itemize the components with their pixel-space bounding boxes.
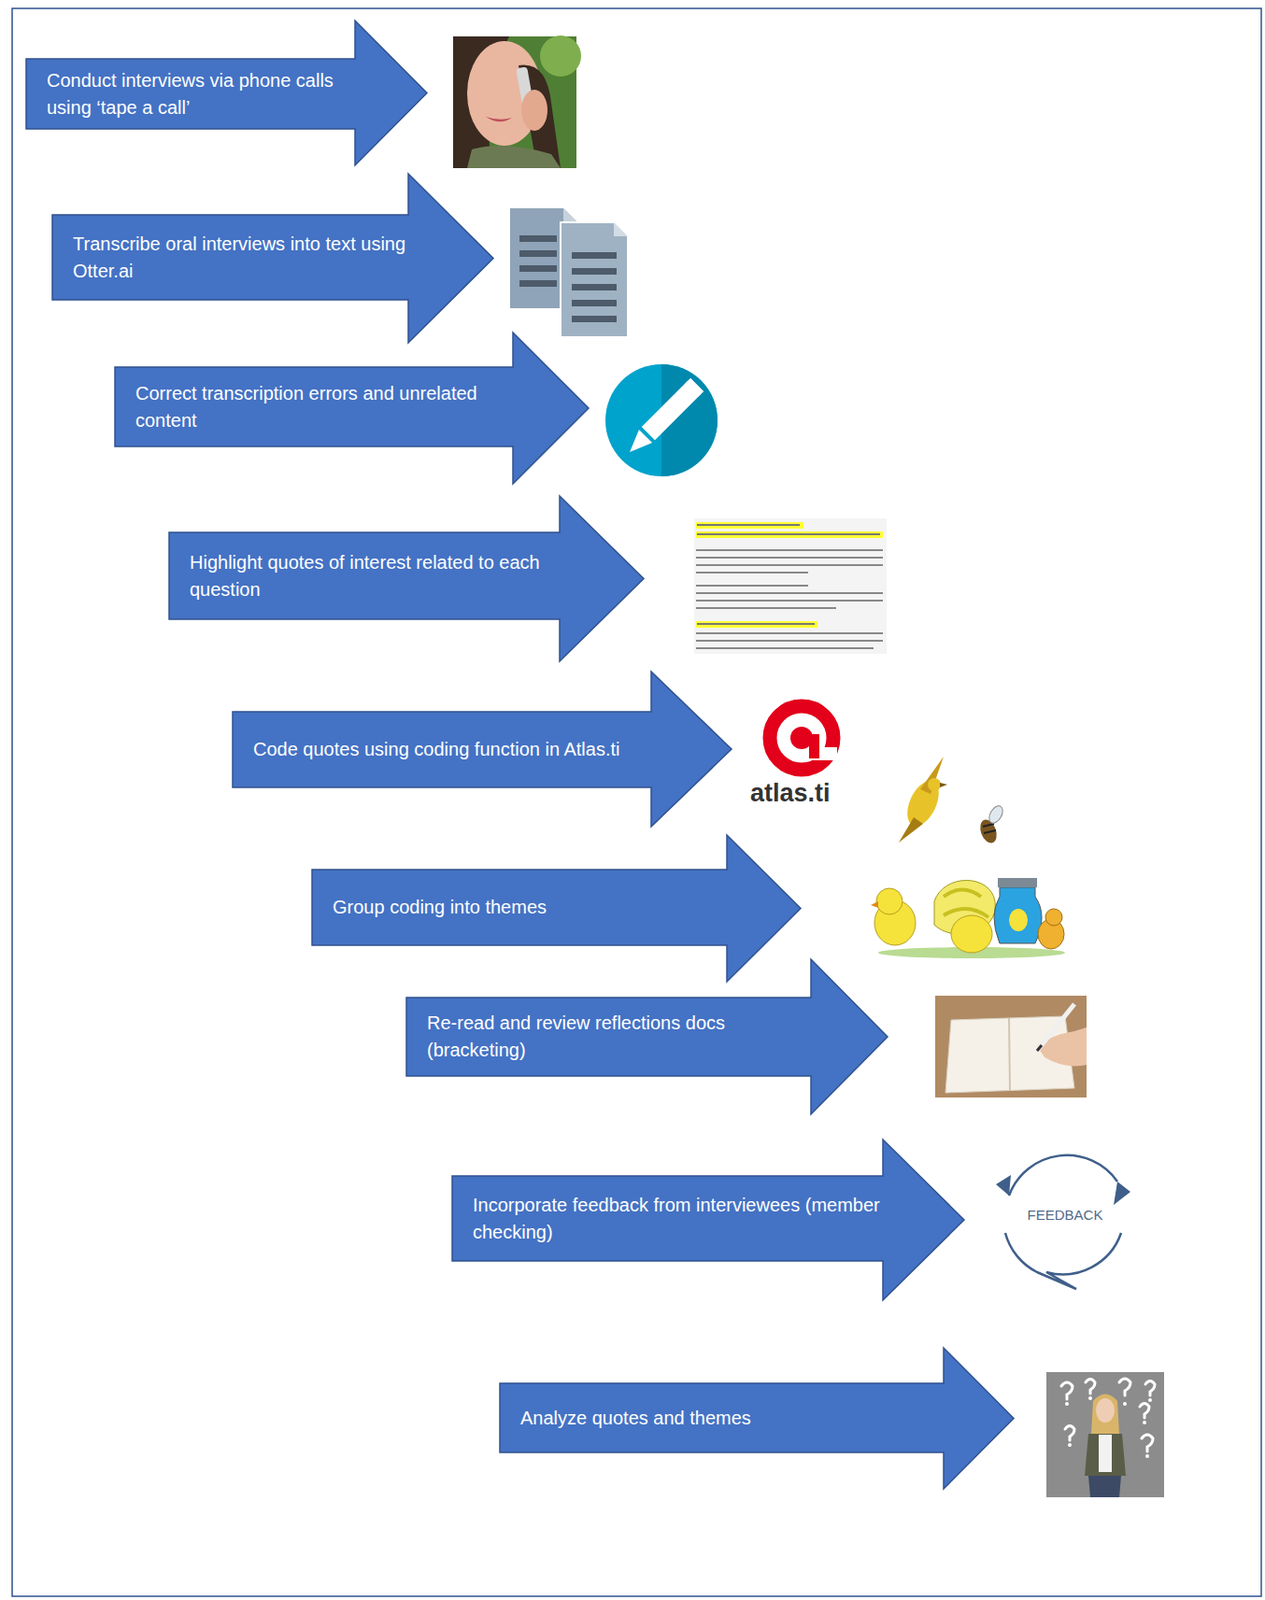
arrow-shape (26, 20, 427, 166)
arrow-outline (406, 959, 888, 1115)
feedback-icon (995, 1155, 1131, 1290)
pencil-icon (605, 364, 718, 477)
process-arrow: Highlight quotes of interest related to … (169, 496, 644, 662)
notebook-photo (935, 995, 1087, 1098)
documents-icon (510, 208, 628, 338)
text-holder: Highlight quotes of interest related to … (189, 532, 571, 620)
step-text: Correct transcription errors and unrelat… (135, 380, 525, 435)
process-arrow: Analyze quotes and themes (499, 1348, 1014, 1490)
arrow-shape (406, 959, 888, 1115)
arrow-outline (169, 496, 644, 662)
process-arrow: Group coding into themes (312, 835, 801, 982)
arrow-outline (26, 20, 427, 166)
arrow-outline (499, 1348, 1014, 1490)
arrow-outline (452, 1139, 965, 1301)
page-frame (12, 8, 1262, 1597)
process-arrow: Correct transcription errors and unrelat… (114, 332, 589, 484)
text-holder: Transcribe oral interviews into text usi… (72, 214, 420, 300)
bird-and-bee (898, 756, 1006, 846)
text-holder: Code quotes using coding function in Atl… (253, 711, 663, 788)
highlighted-transcript (694, 518, 887, 654)
arrow-shape (114, 332, 589, 484)
arrow-outline (312, 835, 801, 982)
arrow-shape (52, 173, 494, 343)
arrow-outline (114, 332, 589, 484)
text-holder: Conduct interviews via phone calls using… (46, 58, 367, 129)
step-text: Conduct interviews via phone calls using… (46, 67, 367, 122)
phone-photo (453, 35, 582, 169)
step-text: Transcribe oral interviews into text usi… (72, 230, 420, 285)
process-arrow: Transcribe oral interviews into text usi… (52, 173, 494, 343)
icon-text: FEEDBACK (1027, 1207, 1104, 1223)
step-text: Highlight quotes of interest related to … (189, 549, 571, 604)
text-holder: Analyze quotes and themes (520, 1383, 955, 1453)
process-arrow: Incorporate feedback from interviewees (… (452, 1139, 965, 1301)
chicks-scene (870, 878, 1066, 959)
step-text: Group coding into themes (332, 894, 739, 922)
step-text: Re-read and review reflections docs (bra… (426, 1009, 823, 1065)
text-holder: Incorporate feedback from interviewees (… (472, 1176, 895, 1262)
puzzled-person-photo (1046, 1372, 1165, 1498)
text-holder: Group coding into themes (332, 869, 739, 946)
process-arrow: Re-read and review reflections docs (bra… (406, 959, 888, 1115)
process-arrow: Conduct interviews via phone calls using… (26, 20, 427, 166)
arrow-shape (452, 1139, 965, 1301)
arrow-outline (232, 671, 732, 827)
step-text: Analyze quotes and themes (520, 1405, 955, 1433)
step-text: Incorporate feedback from interviewees (… (472, 1192, 895, 1247)
text-holder: Re-read and review reflections docs (bra… (426, 997, 823, 1077)
atlas-logo (769, 706, 838, 770)
text-holder: Correct transcription errors and unrelat… (135, 367, 525, 447)
step-text: Code quotes using coding function in Atl… (253, 736, 663, 764)
arrow-outline (52, 173, 494, 343)
logo-text: atlas.ti (750, 779, 831, 809)
process-arrow: Code quotes using coding function in Atl… (232, 671, 732, 827)
